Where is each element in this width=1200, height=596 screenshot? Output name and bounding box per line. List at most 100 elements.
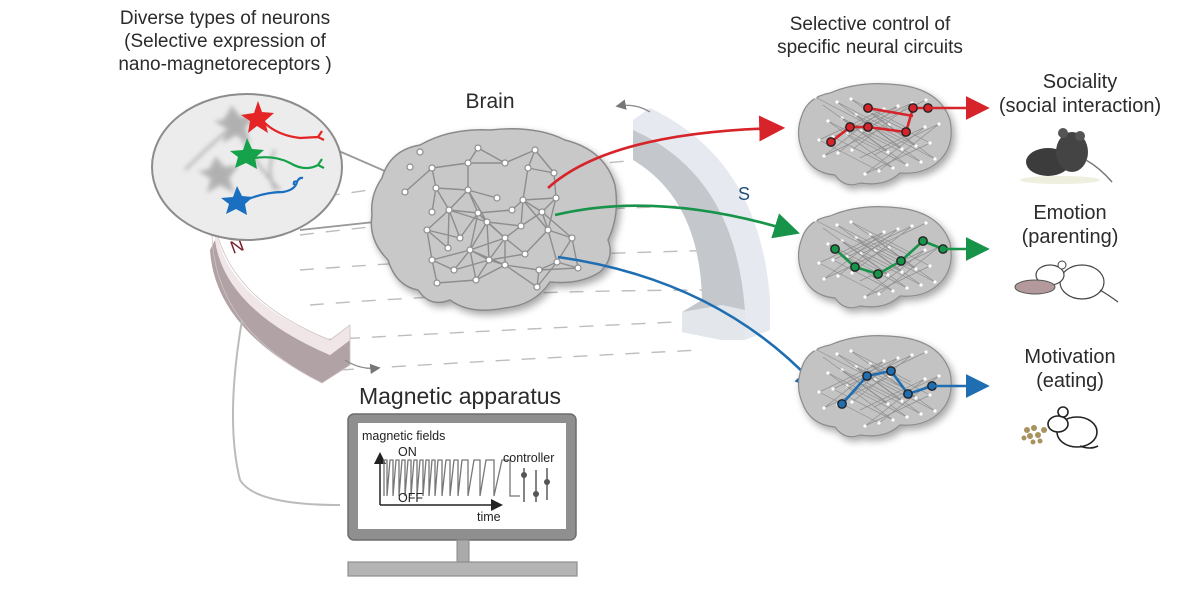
network-edge [459,212,479,239]
network-edge [823,231,885,280]
network-node [813,218,817,222]
network-node [896,356,900,360]
network-node [914,267,918,271]
network-edge [436,279,477,284]
network-edge [864,126,926,175]
network-node [850,400,854,404]
network-edge [467,189,498,199]
network-node [835,223,839,227]
network-edge [534,149,555,174]
network-node [850,148,854,152]
network-edge [846,385,908,418]
network-edge [864,249,926,298]
network-node [445,206,453,214]
neuron-blue [221,176,304,215]
circuit-node [862,371,872,381]
network-edge [426,229,449,249]
network-edge [860,222,927,255]
network-edge [859,126,926,159]
network-node [891,166,895,170]
network-node [535,266,543,274]
network-edge [823,124,890,157]
network-node [550,169,558,177]
pulse-waveform [383,459,520,497]
network-edge [864,265,931,298]
network-node [914,144,918,148]
network-edge [822,356,889,405]
network-node [822,406,826,410]
network-edge [855,237,922,286]
network-edge [488,237,506,261]
circuit-node [896,256,906,266]
network-node [428,208,436,216]
network-edge [869,111,936,160]
circuit-brain-emotion [797,206,990,309]
network-edge [859,378,926,411]
field-direction-arrow-bottom [344,359,381,375]
network-edge [522,199,543,213]
main-brain-network [401,144,582,291]
main-brain [370,128,618,311]
network-edge [832,136,894,169]
network-edge [488,253,526,261]
network-node [905,415,909,419]
network-node [896,104,900,108]
controller-sliders [521,468,550,502]
network-edge [448,209,479,214]
neuron-magnifier [151,93,343,241]
slider-knob-2[interactable] [533,491,539,497]
slider-knob-1[interactable] [521,472,527,478]
brain-outline [797,206,952,309]
network-edge [520,211,543,227]
network-node [553,258,561,266]
graph-heading: magnetic fields [362,429,445,443]
network-node [552,194,560,202]
network-node [891,418,895,422]
network-node [850,271,854,275]
network-edge [426,229,433,261]
network-node [928,264,932,268]
network-node [544,226,552,234]
network-node [937,374,941,378]
slider-knob-3[interactable] [544,479,550,485]
network-node [519,196,527,204]
network-edge [448,189,469,211]
network-node [882,359,886,363]
network-edge [818,262,880,295]
network-node [933,157,937,161]
circuit-node [903,389,913,399]
network-edge [504,149,536,164]
network-node [817,261,821,265]
network-node [845,132,849,136]
network-node [466,246,474,254]
network-edge [556,261,579,269]
apparatus-title: Magnetic apparatus [358,383,561,409]
network-node [433,279,441,287]
network-edge [860,382,922,415]
network-edge [475,259,490,281]
circuit-node [918,236,928,246]
brain-title: Brain [465,90,515,113]
network-node [910,224,914,228]
network-edge [547,229,573,239]
neurons-title: Diverse types of neurons (Selective expr… [118,8,332,75]
network-node [521,250,529,258]
network-node [574,264,582,272]
network-edge [814,219,876,252]
network-node [886,273,890,277]
network-node [416,148,424,156]
network-edge [864,394,931,427]
network-node [822,154,826,158]
network-edge [448,209,488,223]
network-node [836,151,840,155]
network-node [854,236,858,240]
network-edge [864,378,926,427]
pathway-green [554,204,800,239]
network-node [863,424,867,428]
network-node [474,209,482,217]
network-edge [836,353,898,386]
network-edge [823,376,890,409]
network-edge [860,130,922,163]
network-node [501,234,509,242]
network-edge [874,127,936,160]
